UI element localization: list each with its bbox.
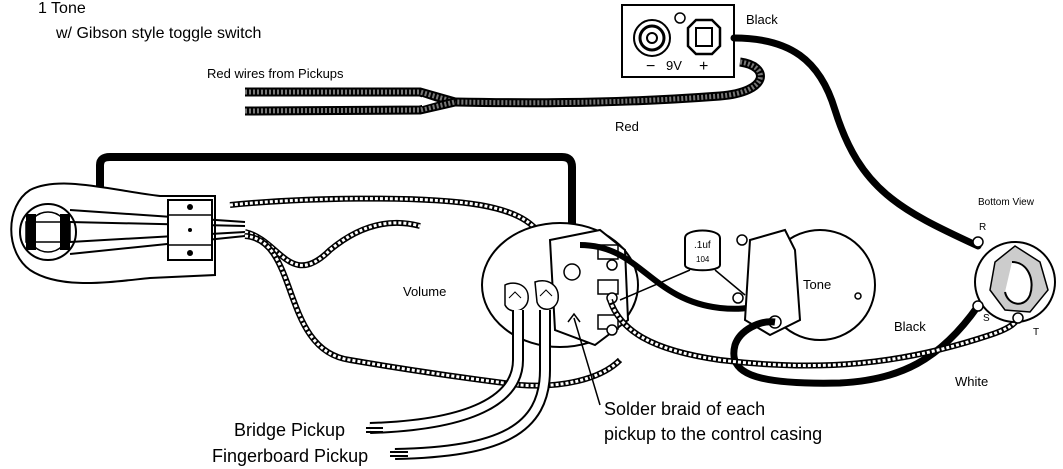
battery-black-wire	[730, 34, 982, 250]
tone-label: Tone	[803, 277, 831, 292]
battery-voltage-label: 9V	[666, 58, 682, 73]
battery-black-wire-label: Black	[746, 12, 778, 27]
solder-note-line-2: pickup to the control casing	[604, 424, 822, 444]
battery-minus-label: −	[646, 58, 655, 75]
header-line-2: w/ Gibson style toggle switch	[55, 25, 261, 42]
tone-pot	[732, 228, 876, 341]
black-wire-label: Black	[894, 319, 926, 334]
solder-note-line-1: Solder braid of each	[604, 399, 765, 419]
jack-view-label: Bottom View	[978, 197, 1035, 208]
jack-r-label: R	[979, 222, 986, 233]
switch-braid-wire-2	[244, 219, 421, 269]
output-jack	[972, 236, 1056, 324]
fingerboard-pickup-label: Fingerboard Pickup	[212, 446, 368, 466]
jack-t-label: T	[1033, 327, 1039, 338]
capacitor-code: 104	[696, 255, 710, 264]
white-wire-label: White	[955, 374, 988, 389]
pickup-leads-label: Red wires from Pickups	[207, 66, 344, 81]
bridge-pickup-label: Bridge Pickup	[234, 420, 345, 440]
battery-plus-label: +	[699, 58, 708, 75]
tone-ground-wire	[730, 303, 981, 387]
volume-label: Volume	[403, 284, 446, 299]
capacitor: .1uf 104	[619, 229, 746, 301]
pickup-solder-points	[504, 280, 559, 312]
toggle-switch	[10, 182, 246, 284]
solder-note-arrow	[567, 312, 601, 406]
battery-connector: − 9V +	[621, 4, 735, 78]
header-line-1: 1 Tone	[38, 0, 86, 17]
switch-black-wire	[96, 153, 583, 249]
capacitor-value: .1uf	[694, 240, 711, 251]
jack-s-label: S	[983, 313, 990, 324]
red-wire-label: Red	[615, 119, 639, 134]
pickup-red-leads	[244, 87, 457, 116]
